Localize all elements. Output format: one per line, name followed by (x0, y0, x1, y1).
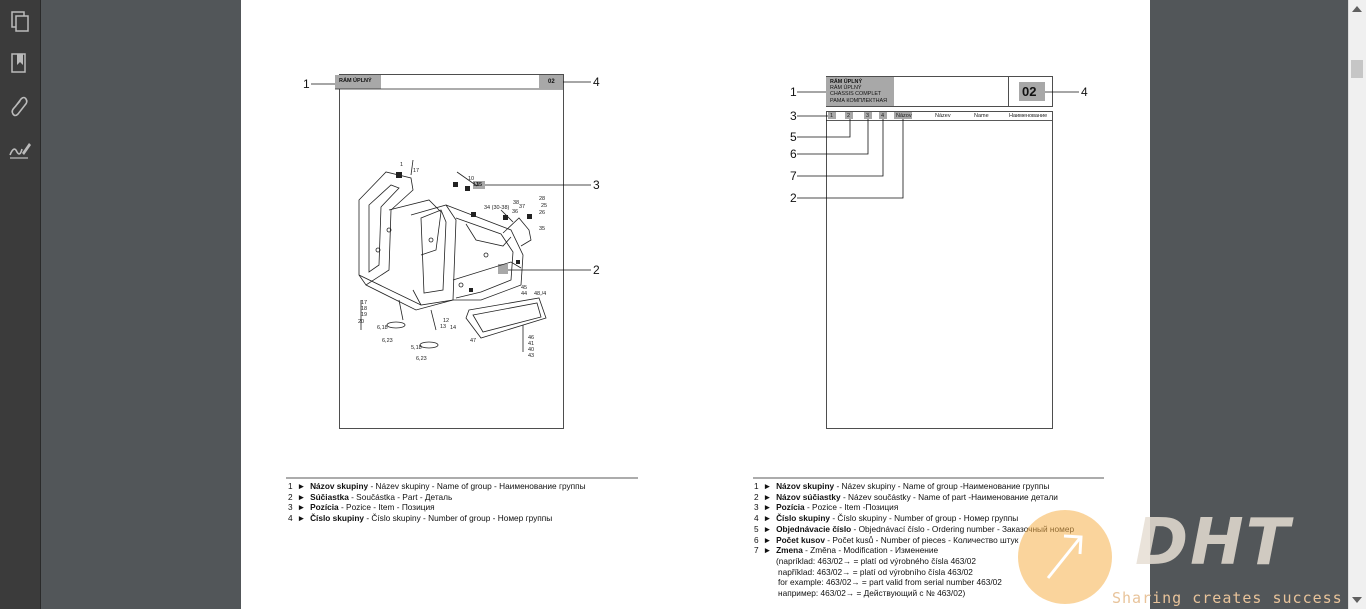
drawing-label: 28 (539, 196, 546, 202)
example-line: for example: 463/02→ = part valid from s… (778, 577, 1002, 588)
drawing-label: 25 (541, 203, 548, 209)
drawing-label: 43 (528, 353, 535, 359)
col-nazov: Názov (896, 113, 912, 119)
signature-icon[interactable] (8, 137, 32, 161)
scroll-up-icon[interactable] (1352, 6, 1362, 12)
drawing-label: 35 (539, 226, 546, 232)
right-callout-1: 1 (790, 85, 797, 99)
vertical-scrollbar[interactable] (1348, 0, 1366, 609)
example-line: například: 463/02→ = platí od výrobního … (778, 566, 973, 577)
left-diagram (311, 74, 591, 429)
drawing-label: 44 (521, 291, 528, 297)
left-callout-1: 1 (303, 77, 310, 91)
drawing-label: 17 (361, 300, 368, 306)
left-legend-item-3: 3 ► Pozícia - Pozice - Item - Позиция (288, 502, 435, 513)
left-toolbar (0, 0, 41, 609)
right-legend-item-2: 2 ► Názov súčiastky - Název součástky - … (754, 491, 1058, 502)
right-legend-rule (753, 477, 1104, 479)
right-callout-4: 4 (1081, 85, 1088, 99)
drawing-label: 14 (450, 325, 457, 331)
watermark-logo-text: DHT (1135, 506, 1292, 580)
right-legend-item-6: 6 ► Počet kusov - Počet kusů - Number of… (754, 534, 1019, 545)
col-naimenovanie: Наименование (1009, 113, 1048, 119)
col-2: 2 (847, 113, 851, 119)
col-3: 3 (866, 113, 870, 119)
col-1: 1 (830, 113, 834, 119)
scroll-down-icon[interactable] (1352, 597, 1362, 603)
right-diagram (797, 76, 1079, 429)
left-legend-item-1: 1 ► Názov skupiny - Název skupiny - Name… (288, 481, 586, 491)
document-page: RÁM ÚPLNÝ 02 1 4 3 2 1 17 10 13 15 34 (3… (241, 0, 1150, 609)
right-legend-item-4: 4 ► Číslo skupiny - Číslo skupiny - Numb… (754, 513, 1019, 524)
right-legend-item-1: 1 ► Názov skupiny - Název skupiny - Name… (754, 481, 1050, 491)
right-legend: 1 ► Názov skupiny - Název skupiny - Name… (754, 481, 1074, 599)
right-header-line: RÁM ÚPLNÝ (830, 79, 863, 85)
left-legend: 1 ► Názov skupiny - Název skupiny - Name… (288, 481, 586, 524)
drawing-label: 15 (476, 182, 483, 188)
attachment-icon[interactable] (8, 94, 32, 118)
right-legend-item-5: 5 ► Objednávacie číslo - Objednávací čís… (754, 523, 1075, 534)
drawing-label: 19 (361, 312, 368, 318)
drawing-label: 38 (513, 200, 520, 206)
drawing-label: 6,23 (382, 338, 393, 344)
left-callout-3: 3 (593, 178, 600, 192)
drawing-label: 26 (539, 210, 546, 216)
right-callout-5: 5 (790, 130, 797, 144)
right-header-number: 02 (1022, 84, 1037, 99)
right-callout-3: 3 (790, 109, 797, 123)
drawing-label: 10 (468, 176, 475, 182)
drawing-label: 18 (361, 306, 368, 312)
right-legend-item-3: 3 ► Pozícia - Pozice - Item -Позиция (754, 502, 899, 513)
left-legend-item-4: 4 ► Číslo skupiny - Číslo skupiny - Numb… (288, 513, 553, 524)
col-nazev: Název (935, 113, 951, 119)
example-line: например: 463/02→ = Действующий с № 463/… (778, 588, 966, 599)
right-callout-7: 7 (790, 169, 797, 183)
left-header-number: 02 (548, 79, 555, 85)
drawing-label: 46 (528, 335, 535, 341)
right-header-line: CHASSIS COMPLET (830, 91, 882, 98)
bookmark-icon[interactable] (8, 52, 32, 76)
left-legend-rule (286, 477, 638, 479)
drawing-label: 45 (521, 285, 528, 291)
drawing-label: 48,/4 (534, 291, 547, 297)
drawing-label: 17 (413, 168, 420, 174)
col-4: 4 (881, 113, 885, 119)
drawing-label: 36 (512, 209, 519, 215)
right-header-line: RÁM ÚPLNÝ (830, 85, 862, 92)
right-callout-2: 2 (790, 191, 797, 205)
drawing-label: 1 (400, 162, 404, 168)
right-header-line: РАМА КОМПЛЕКТНАЯ (830, 97, 887, 104)
drawing-label: 40 (528, 347, 535, 353)
pages-thumbnail-icon[interactable] (8, 10, 32, 34)
left-legend-item-2: 2 ► Súčiastka - Součástka - Part - Детал… (288, 491, 453, 502)
drawing-label: 20 (358, 319, 365, 325)
left-header-title: RÁM ÚPLNÝ (339, 78, 372, 84)
watermark-circle-icon (1018, 510, 1112, 604)
drawing-label: 47 (470, 338, 477, 344)
right-legend-item-7: 7 ► Zmena - Změna - Modification - Измен… (754, 545, 939, 556)
drawing-label: 13 (473, 182, 480, 188)
left-callout-4: 4 (593, 75, 600, 89)
right-callout-6: 6 (790, 147, 797, 161)
col-name: Name (974, 113, 989, 119)
scrollbar-thumb[interactable] (1351, 60, 1363, 78)
drawing-label: 41 (528, 341, 535, 347)
drawing-label: 6,18 (377, 325, 388, 331)
drawing-label: 5,18 (411, 345, 422, 351)
drawing-label: 34 (30-38) (484, 205, 510, 211)
watermark-tagline: Sharing creates success (1112, 589, 1343, 607)
watermark-logo: DHT (1135, 508, 1291, 578)
example-line: (napríklad: 463/02→ = platí od výrobného… (776, 555, 976, 566)
drawing-label: 12 (443, 318, 450, 324)
drawing-label: 13 (440, 324, 447, 330)
drawing-label: 6,23 (416, 356, 427, 362)
left-callout-2: 2 (593, 263, 600, 277)
drawing-label: 37 (519, 204, 526, 210)
right-header-title: RÁM ÚPLNÝ RÁM ÚPLNÝ CHASSIS COMPLET РАМА… (830, 79, 887, 104)
